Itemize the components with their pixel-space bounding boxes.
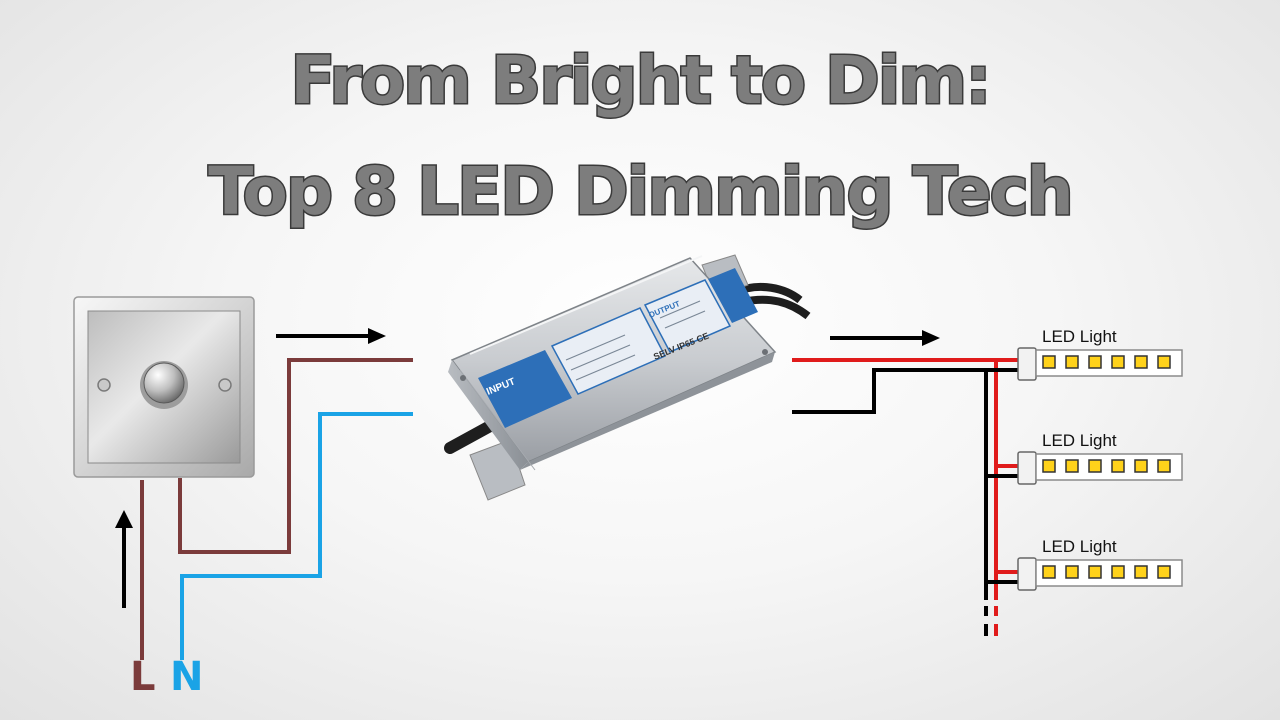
led-light-3: LED Light xyxy=(1017,537,1183,591)
led-light-label: LED Light xyxy=(1042,537,1117,556)
led-light-label: LED Light xyxy=(1042,431,1117,450)
led-light-label: LED Light xyxy=(1042,327,1117,346)
screw-icon xyxy=(218,378,232,392)
neutral-wire xyxy=(180,412,413,660)
negative-wire xyxy=(792,368,1020,414)
led-light-2: LED Light xyxy=(1017,431,1183,485)
connector-icon xyxy=(1017,451,1037,485)
arrow-right-icon xyxy=(276,328,386,344)
dimmer-switch-icon xyxy=(73,296,255,478)
neutral-label: N xyxy=(170,654,203,700)
dimmer-knob-icon[interactable] xyxy=(143,362,185,404)
title-line-2: Top 8 LED Dimming Tech xyxy=(207,152,1076,232)
led-driver-icon: INPUT OUTPUT SELV IP65 CE xyxy=(444,254,811,501)
arrow-right-icon xyxy=(830,330,940,346)
live-label: L xyxy=(130,654,156,700)
screw-icon xyxy=(97,378,111,392)
title-line-1: From Bright to Dim: xyxy=(289,41,993,121)
connector-icon xyxy=(1017,557,1037,591)
led-light-1: LED Light xyxy=(1017,327,1183,381)
live-wire-out xyxy=(178,358,413,554)
connector-icon xyxy=(1017,347,1037,381)
arrow-up-icon xyxy=(115,510,133,608)
